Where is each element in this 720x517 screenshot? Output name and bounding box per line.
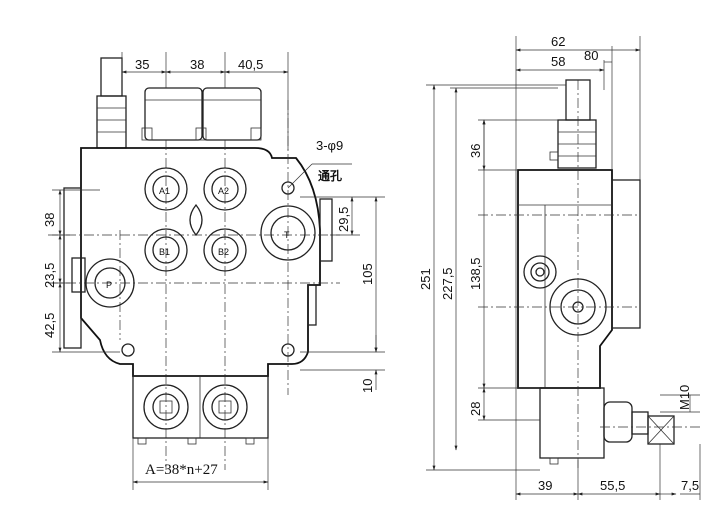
bottom-spool-caps (132, 375, 269, 445)
dim-28: 28 (468, 402, 483, 416)
side-view: 62 58 80 251 227,5 138,5 36 28 (418, 34, 701, 500)
dim-36: 36 (468, 144, 483, 158)
port-p: P (85, 258, 135, 308)
dim-35: 35 (135, 57, 149, 72)
dim-138-5: 138,5 (468, 257, 483, 290)
valve-body-outline (80, 147, 321, 377)
port-a1: A1 (144, 167, 188, 211)
dim-10: 10 (360, 379, 375, 393)
port-a2: A2 (203, 167, 247, 211)
front-left-dimensions: 38 23,5 42,5 (42, 189, 120, 353)
lever-stub (100, 57, 123, 97)
dim-38-vertical: 38 (42, 213, 57, 227)
dim-62: 62 (551, 34, 565, 49)
dim-42-5: 42,5 (42, 313, 57, 338)
dim-80: 80 (584, 48, 598, 63)
thread-label-group: M10 (660, 385, 700, 413)
dim-39: 39 (538, 478, 552, 493)
dim-40-5: 40,5 (238, 57, 263, 72)
thread-m10: M10 (677, 385, 692, 410)
port-b2: B2 (203, 228, 247, 272)
dim-251: 251 (418, 268, 433, 290)
front-top-dimensions: 35 38 40,5 (121, 52, 289, 150)
port-a2-label: A2 (218, 186, 229, 196)
dim-7-5: 7,5 (681, 478, 699, 493)
dim-105: 105 (360, 263, 375, 285)
side-bottom-dimensions: 39 55,5 7,5 (515, 444, 701, 500)
mounting-holes (121, 181, 295, 357)
dim-227-5: 227,5 (440, 267, 455, 300)
side-body-outline (517, 169, 613, 389)
port-t: T (260, 205, 316, 261)
dim-23-5: 23,5 (42, 263, 57, 288)
formula-text: A=38*n+27 (145, 462, 218, 478)
width-formula: A=38*n+27 (132, 438, 269, 490)
dim-29-5: 29,5 (336, 207, 351, 232)
hole-callout: 3-φ9 通孔 (287, 138, 352, 189)
port-p-label: P (106, 280, 112, 290)
top-caps (141, 87, 262, 141)
front-right-dimensions: 29,5 105 10 (300, 196, 385, 393)
side-vertical-dimensions: 251 227,5 138,5 36 28 (418, 84, 566, 471)
dim-55-5: 55,5 (600, 478, 625, 493)
port-a1-label: A1 (159, 186, 170, 196)
dim-58: 58 (551, 54, 565, 69)
hole-callout-text: 3-φ9 (316, 138, 343, 153)
port-b2-label: B2 (218, 247, 229, 257)
side-top-dimensions: 62 58 80 (515, 34, 641, 500)
through-hole-label: 通孔 (318, 168, 342, 183)
port-b1: B1 (144, 228, 188, 272)
port-t-label: T (284, 230, 290, 240)
dim-38: 38 (190, 57, 204, 72)
front-view: A1 A2 B1 B2 T P (42, 52, 385, 490)
port-b1-label: B1 (159, 247, 170, 257)
